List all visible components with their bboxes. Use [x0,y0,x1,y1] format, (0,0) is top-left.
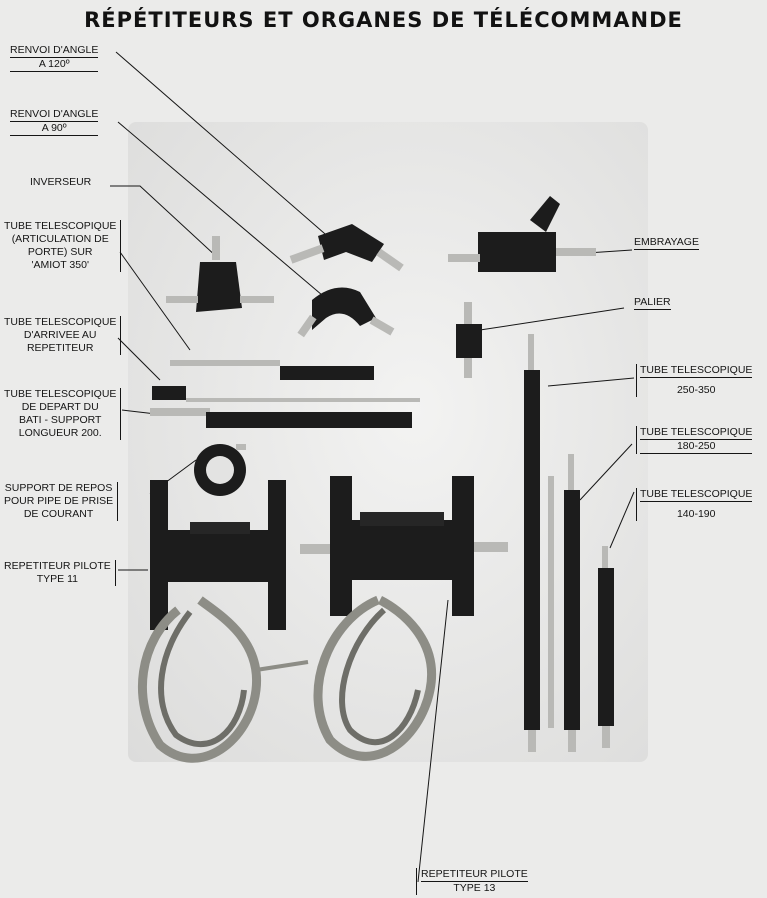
renvoi-120-part [289,224,404,272]
label-line: TUBE TELESCOPIQUE [4,316,117,328]
label-line: REPETITEUR PILOTE [4,560,111,572]
label-tube-140-190: TUBE TELESCOPIQUE 140-190 [636,488,753,521]
label-line: TUBE TELESCOPIQUE [640,488,753,502]
label-repetiteur-11: REPETITEUR PILOTE TYPE 11 [4,560,116,586]
label-line: TYPE 11 [36,573,79,585]
tube-arrivee-part [152,386,420,402]
label-line: PORTE) SUR [27,246,93,258]
palier-part [456,302,482,378]
inverseur-part [166,236,274,312]
tube-amiot-part [170,360,374,380]
label-line: TYPE 13 [453,882,496,894]
leader-renvoi-120 [115,51,333,241]
photo-background [128,122,648,762]
tube-depart-part [150,408,412,428]
label-line: LONGUEUR 200. [18,427,102,439]
label-line: A 120º [10,58,99,72]
label-line: TUBE TELESCOPIQUE [640,364,753,378]
tube-140-190-part [598,546,614,748]
label-line: EMBRAYAGE [634,236,699,250]
label-tube-depart: TUBE TELESCOPIQUE DE DEPART DU BATI - SU… [4,388,122,440]
leader-lines [110,51,635,883]
label-tube-arrivee: TUBE TELESCOPIQUE D'ARRIVEE AU REPETITEU… [4,316,122,355]
label-line: INVERSEUR [30,176,92,188]
label-line: 180-250 [640,440,753,454]
label-tube-amiot: TUBE TELESCOPIQUE (ARTICULATION DE PORTE… [4,220,122,272]
label-line: BATI - SUPPORT [18,414,102,426]
label-line: A 90º [10,122,99,136]
label-line: TUBE TELESCOPIQUE [4,388,117,400]
label-line: RENVOI D'ANGLE [10,44,99,58]
label-renvoi-90: RENVOI D'ANGLE A 90º [10,108,99,136]
label-line: RENVOI D'ANGLE [10,108,99,122]
label-line: DE COURANT [23,508,94,520]
label-line: REPETITEUR PILOTE [421,868,528,882]
label-line: TUBE TELESCOPIQUE [640,426,753,440]
label-support-repos: SUPPORT DE REPOS POUR PIPE DE PRISE DE C… [4,482,119,521]
renvoi-90-part [297,287,395,338]
tube-250-350-part [524,334,540,752]
support-repos-part [194,444,246,496]
embrayage-part [448,196,596,272]
tube-180-250-part [548,454,580,752]
label-line: (ARTICULATION DE [11,233,109,245]
leader-tube-250-350 [547,377,635,387]
leader-tube-140-190 [609,491,635,549]
leader-tube-arrivee [117,337,161,381]
label-repetiteur-13: REPETITEUR PILOTE TYPE 13 [416,868,528,895]
label-line: 250-350 [676,384,716,396]
label-renvoi-120: RENVOI D'ANGLE A 120º [10,44,99,72]
label-inverseur: INVERSEUR [30,176,91,189]
label-line: REPETITEUR [26,342,94,354]
label-line: DE DEPART DU [21,401,99,413]
leader-repetiteur-13 [417,599,449,883]
label-tube-180-250: TUBE TELESCOPIQUE 180-250 [636,426,753,454]
leader-inverseur [110,185,219,259]
label-line: SUPPORT DE REPOS [4,482,113,494]
label-line: POUR PIPE DE PRISE [4,495,114,507]
page-title: RÉPÉTITEURS ET ORGANES DE TÉLÉCOMMANDE [84,8,683,32]
leader-renvoi-90 [117,121,323,296]
label-line: 'AMIOT 350' [31,259,89,271]
leader-palier [479,307,625,331]
label-embrayage: EMBRAYAGE [634,236,699,250]
label-line: PALIER [634,296,671,310]
label-line: D'ARRIVEE AU [23,329,97,341]
repetiteur-11-part [137,480,309,763]
label-palier: PALIER [634,296,671,310]
leader-tube-180-250 [579,443,633,501]
label-tube-250-350: TUBE TELESCOPIQUE 250-350 [636,364,753,397]
leader-tube-amiot [119,251,191,351]
label-line: TUBE TELESCOPIQUE [4,220,117,232]
label-line: 140-190 [676,508,716,520]
repetiteur-13-part [300,476,508,761]
